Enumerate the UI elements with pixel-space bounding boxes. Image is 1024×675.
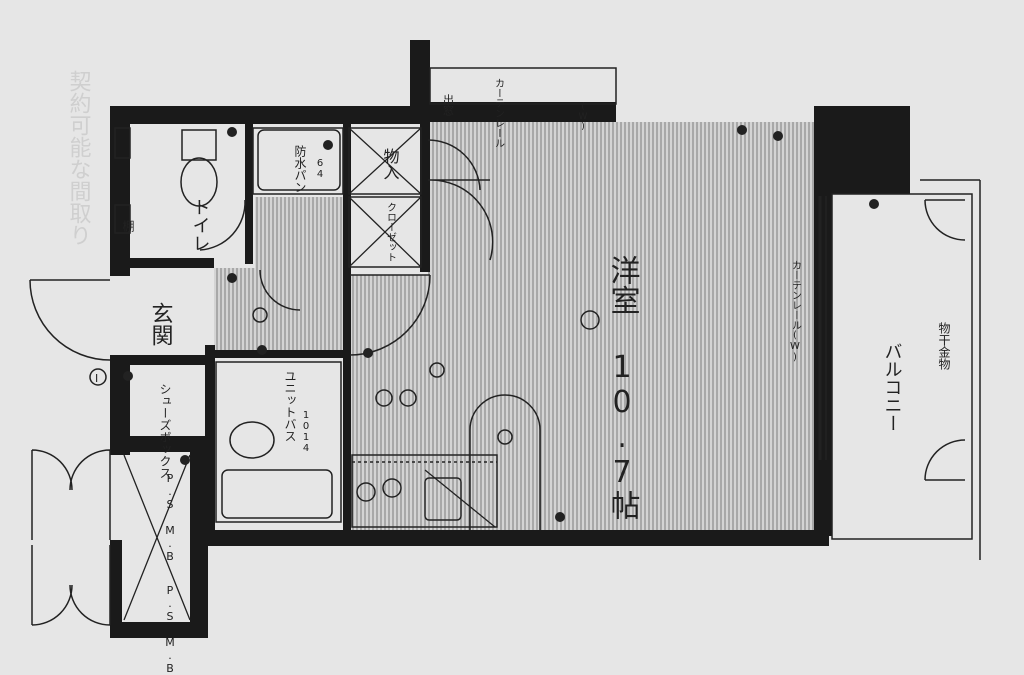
toilet-bowl xyxy=(180,157,218,207)
meter-symbol xyxy=(89,368,107,386)
hall-floor-2 xyxy=(255,197,345,270)
balcony-label: バルコニー xyxy=(882,342,903,432)
stove-burner-2 xyxy=(382,478,402,498)
ps-door-upper-left xyxy=(31,449,73,540)
walls xyxy=(110,40,910,638)
range-hood-2 xyxy=(399,389,417,407)
ps-door-lower-right xyxy=(69,545,111,626)
shoe-box-label: シューズボックス xyxy=(158,383,172,479)
bath-door xyxy=(259,269,301,311)
light-fixture xyxy=(580,310,600,330)
doors xyxy=(29,139,966,626)
shelf-label: 棚 xyxy=(121,219,135,233)
ps-mb-lower-label: P.S M.B xyxy=(164,584,177,675)
ps-door-upper-right xyxy=(69,449,111,540)
entrance-door xyxy=(29,279,111,361)
stove-burner-1 xyxy=(356,482,376,502)
washer-pan xyxy=(257,129,341,191)
light-corridor xyxy=(429,362,445,378)
unit-bath-label: ユニットバス xyxy=(283,370,297,442)
outlet-dots xyxy=(123,125,879,522)
unit-bath-size: 1014 xyxy=(301,410,312,454)
light-fridge xyxy=(497,429,513,445)
shelf xyxy=(114,204,131,234)
sink xyxy=(424,477,462,521)
fixtures xyxy=(114,127,600,530)
washbasin xyxy=(229,421,275,459)
curtain-rail-side-label: カーテンレール(W) xyxy=(789,260,801,363)
storage-label: 物入 xyxy=(381,148,400,180)
main-room-label: 洋室 10.7帖 xyxy=(605,255,640,520)
toilet-paper xyxy=(114,127,131,159)
bathtub xyxy=(221,469,333,519)
fridge-space xyxy=(469,394,541,530)
faint-background-text: 契約可能な間取り xyxy=(66,70,92,246)
meter-label: I xyxy=(95,372,98,385)
closet-label: クローゼット xyxy=(385,202,397,262)
balcony-door-lower xyxy=(924,439,966,481)
toilet-label: トイレ xyxy=(190,198,211,252)
interior-lines xyxy=(215,67,981,560)
ceiling-light-hall xyxy=(252,307,268,323)
washer-pan-label: 防水パン xyxy=(293,144,307,193)
bay-window-label: 出窓 xyxy=(442,93,455,116)
hall-floor xyxy=(214,268,344,350)
ps-mb-upper-label: P.S M.B xyxy=(164,472,177,563)
toilet-tank xyxy=(181,129,217,161)
curtain-rail-top-w: (W) xyxy=(578,102,588,132)
corridor-floor xyxy=(346,275,428,530)
toilet-door xyxy=(199,199,246,251)
washer-pan-size: 64 xyxy=(315,158,326,180)
range-hood-1 xyxy=(375,389,393,407)
laundry-pole-label: 物干金物 xyxy=(937,322,951,370)
shaft-crosses xyxy=(123,127,496,621)
main-room-door xyxy=(427,179,494,261)
balcony-door-upper xyxy=(924,199,966,241)
ps-door-lower-left xyxy=(31,545,73,626)
main-room-door-2 xyxy=(427,139,481,191)
entrance-label: 玄関 xyxy=(148,302,173,346)
curtain-rail-top-label: カーテンレール xyxy=(493,78,505,148)
